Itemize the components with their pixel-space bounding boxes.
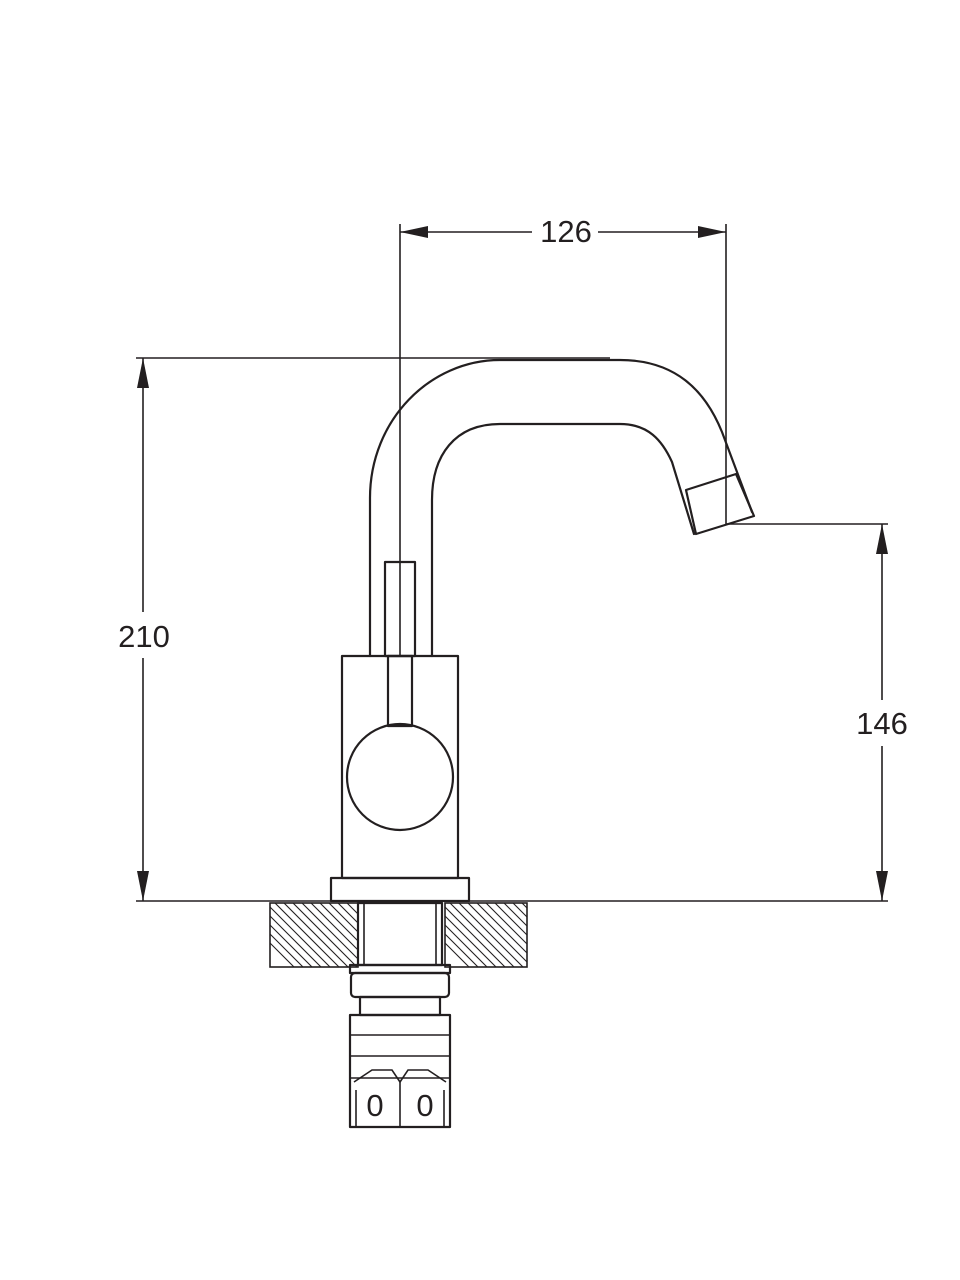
base-flange xyxy=(329,876,471,903)
hose-connector: 0 0 xyxy=(348,1013,452,1129)
fixing-nut xyxy=(349,971,451,1017)
extension-lines xyxy=(136,224,888,902)
dimension-label-reach: 126 xyxy=(540,214,592,249)
faucet-body xyxy=(329,654,471,903)
connector-mark-right: 0 xyxy=(416,1088,433,1123)
connector-mark-left: 0 xyxy=(366,1088,383,1123)
arrow-down xyxy=(876,871,888,901)
arrow-left xyxy=(400,226,428,238)
arrow-up xyxy=(876,524,888,554)
countertop-section xyxy=(269,902,528,968)
arrow-down xyxy=(137,871,149,901)
dimension-reach: 126 xyxy=(400,214,726,249)
dimension-label-total-height: 210 xyxy=(118,619,170,654)
spout-nozzle xyxy=(684,472,756,536)
arrow-right xyxy=(698,226,726,238)
dimension-spout-height: 146 xyxy=(856,524,908,901)
dimension-label-spout-height: 146 xyxy=(856,706,908,741)
threaded-shank xyxy=(348,901,452,975)
dimension-total-height: 210 xyxy=(118,358,170,901)
arrow-up xyxy=(137,358,149,388)
spout xyxy=(368,358,756,658)
handle-cap xyxy=(345,722,455,832)
